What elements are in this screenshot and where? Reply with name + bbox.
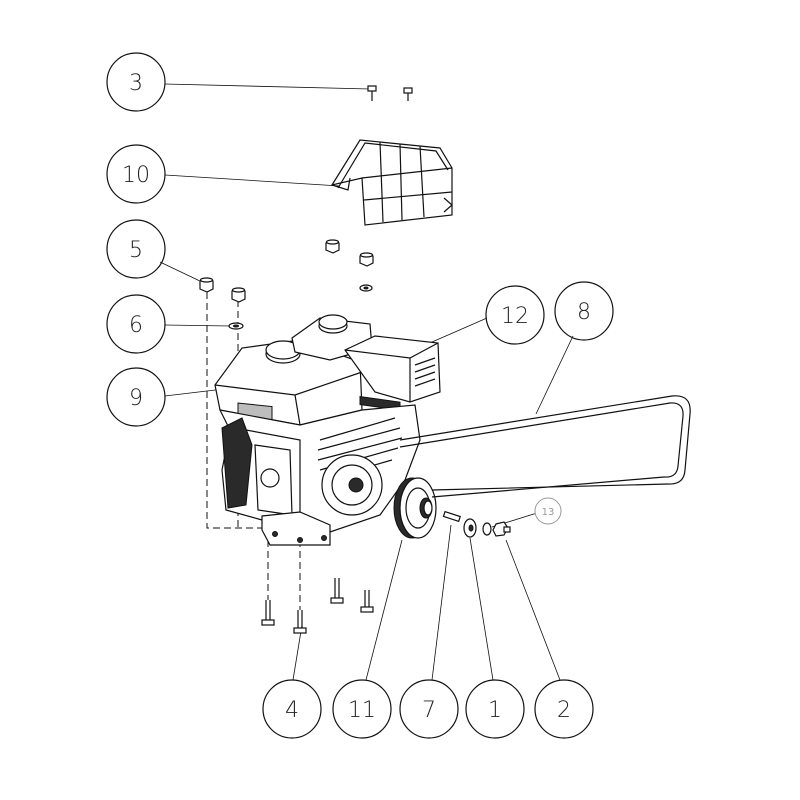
engine-assembly (214, 314, 441, 546)
washer-part-1 (463, 518, 477, 538)
bolt-pair-part-3 (367, 85, 413, 101)
callout-6-label: 6 (129, 313, 143, 338)
wire-guard-part-10 (330, 139, 453, 226)
callout-5: 5 (106, 219, 166, 279)
callout-9-label: 9 (129, 386, 143, 411)
lock-washer-part-13 (482, 522, 492, 536)
belt-part-8 (399, 395, 691, 498)
callout-10: 10 (106, 144, 166, 204)
callout-13-label: 13 (542, 507, 555, 518)
callout-7-label: 7 (422, 698, 436, 723)
callout-6: 6 (106, 294, 166, 354)
callouts: 3 10 5 6 9 12 8 13 (106, 52, 614, 739)
callout-9: 9 (106, 367, 166, 427)
callout-2-label: 2 (557, 698, 571, 723)
washer-part-6 (228, 322, 244, 330)
base-bolts-part-4 (261, 578, 374, 634)
callout-10-label: 10 (122, 163, 150, 188)
callout-3: 3 (106, 52, 166, 112)
callout-8: 8 (554, 281, 614, 341)
callout-8-label: 8 (577, 300, 591, 325)
callout-4: 4 (262, 679, 322, 739)
callout-1: 1 (465, 679, 525, 739)
guard-nuts (325, 239, 374, 292)
callout-7: 7 (399, 679, 459, 739)
callout-12: 12 (485, 285, 545, 345)
leader-lines (159, 83, 574, 681)
air-filter-vents (414, 357, 436, 387)
callout-11: 11 (332, 679, 392, 739)
bolt-part-2 (492, 521, 511, 537)
pulley-part-11 (393, 477, 437, 539)
nuts-part-5 (199, 277, 246, 303)
key-part-7 (442, 510, 461, 523)
callout-11-label: 11 (348, 698, 376, 723)
callout-13: 13 (534, 497, 562, 525)
callout-2: 2 (534, 679, 594, 739)
callout-5-label: 5 (129, 238, 143, 263)
callout-1-label: 1 (488, 698, 502, 723)
callout-3-label: 3 (129, 71, 143, 96)
callout-4-label: 4 (285, 698, 299, 723)
callout-12-label: 12 (501, 304, 529, 329)
